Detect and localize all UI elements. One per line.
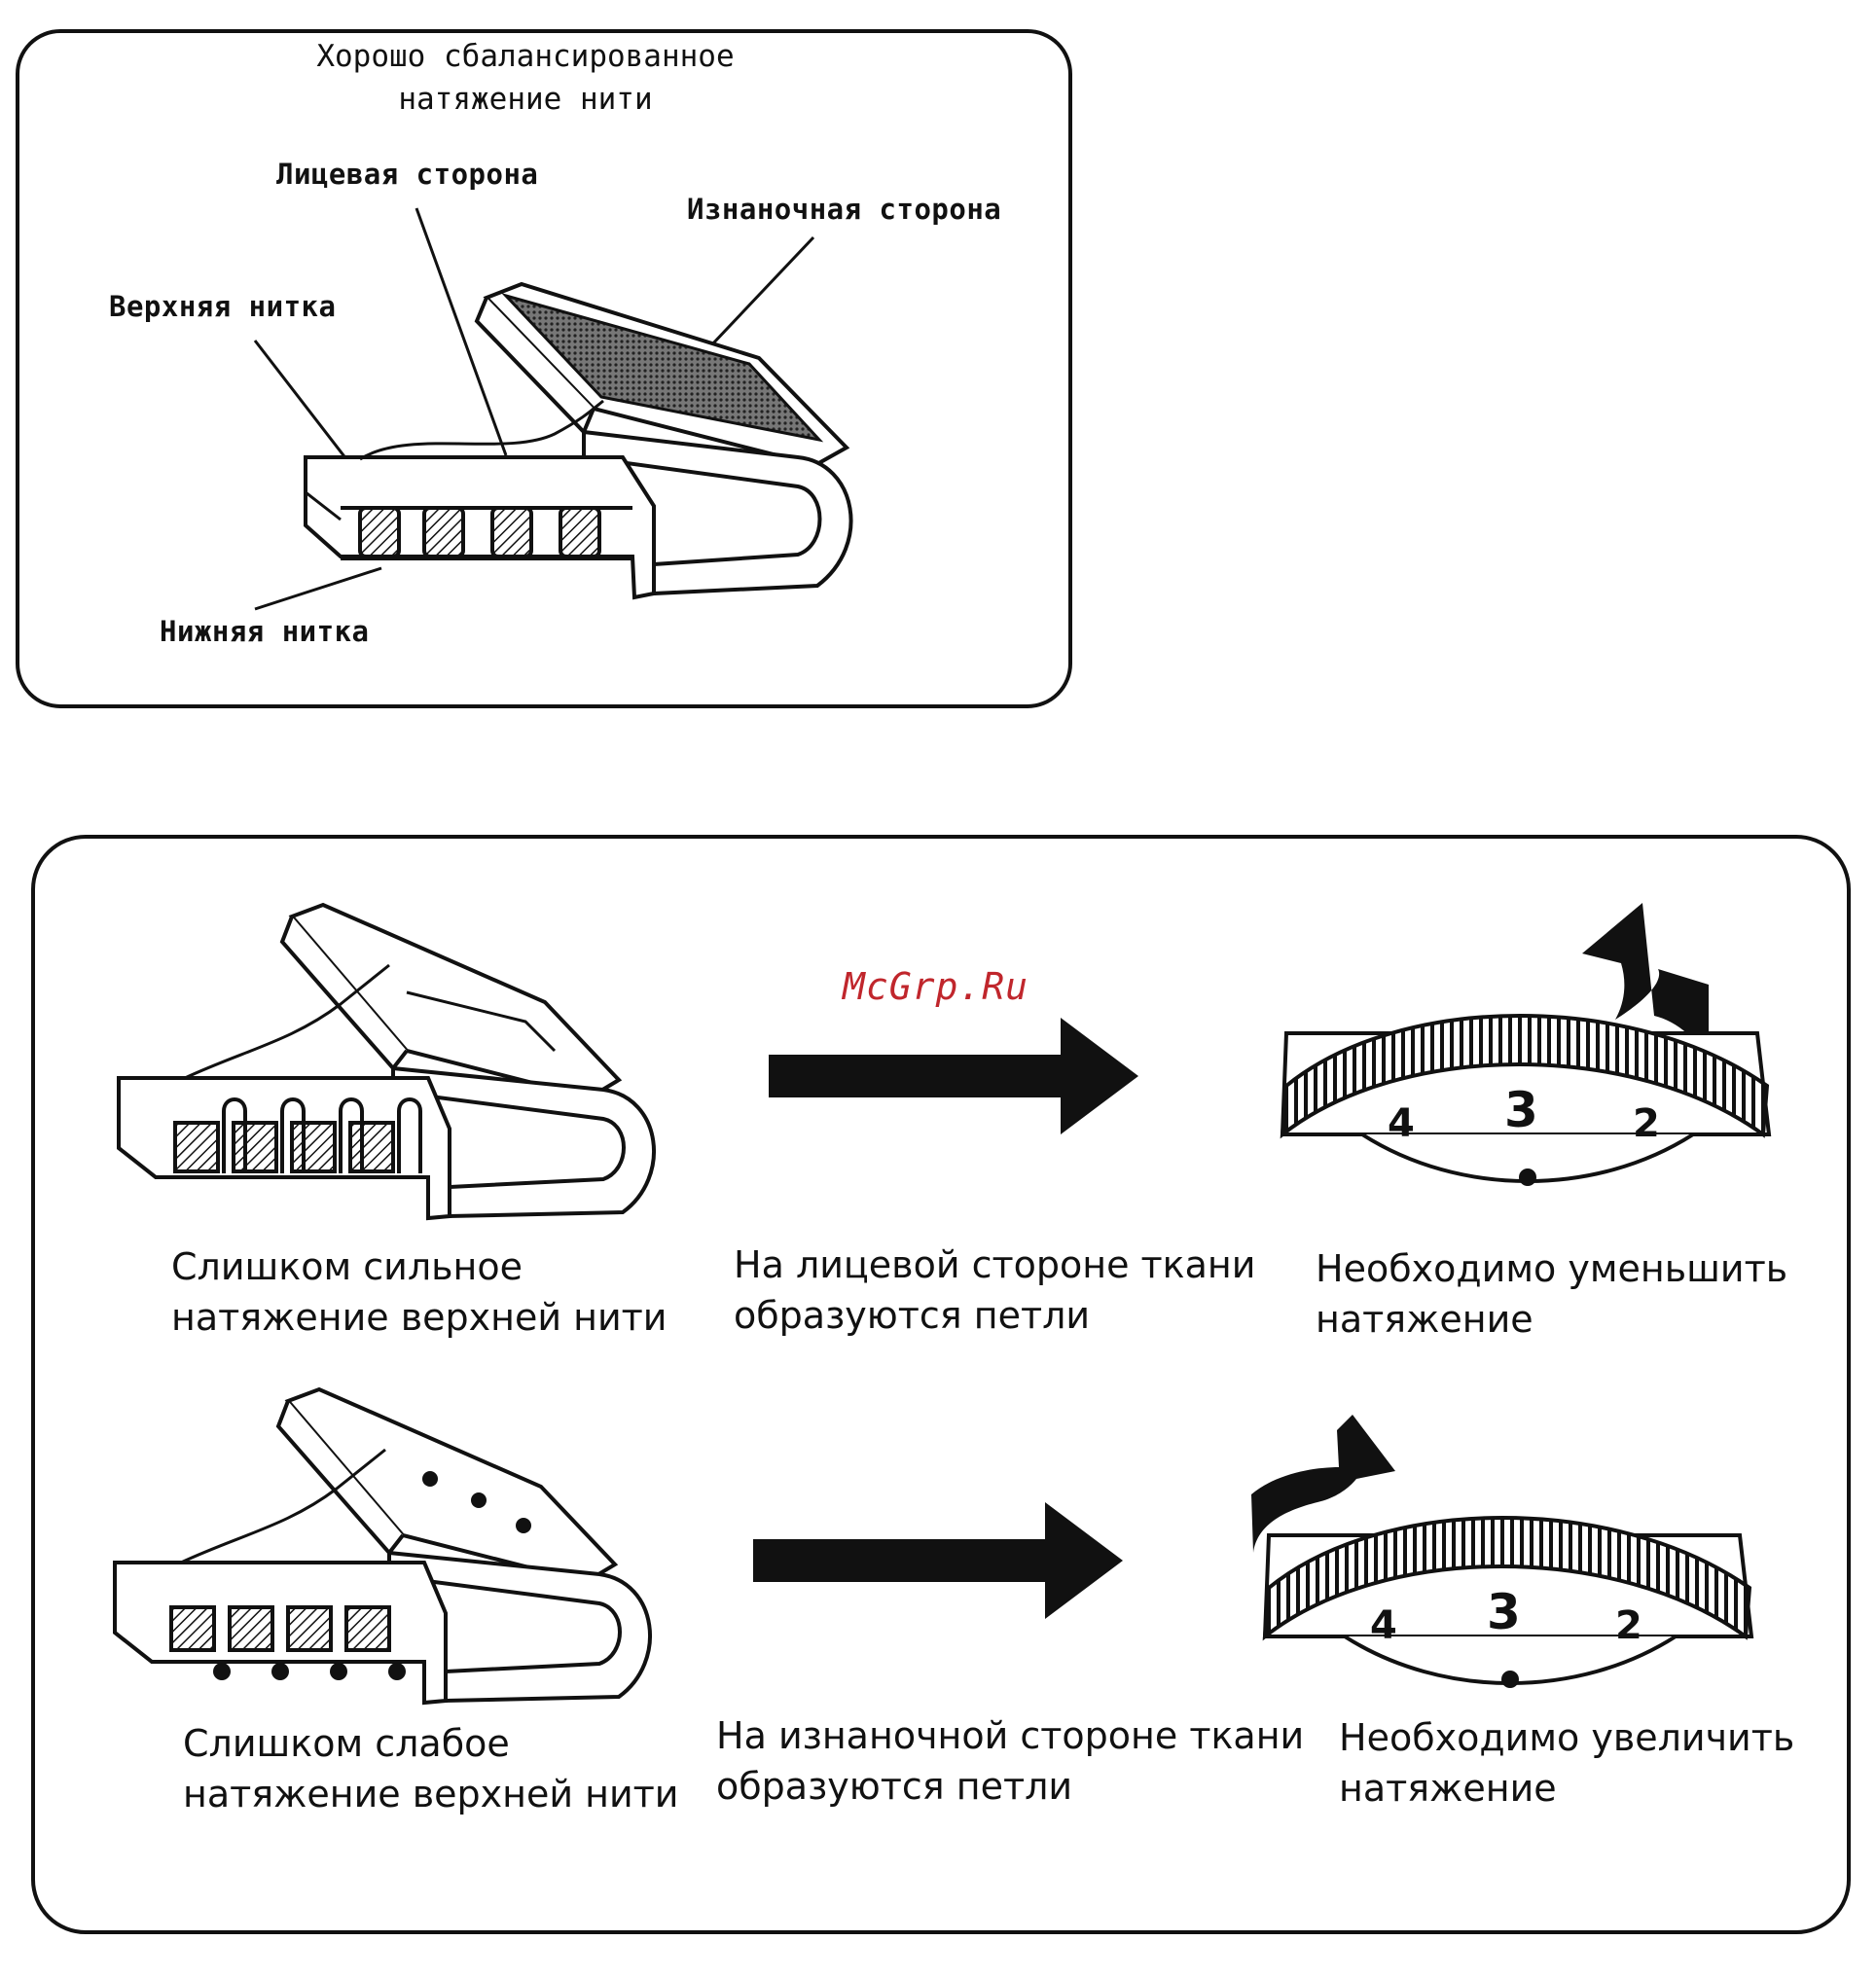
label-back-side: Изнаночная сторона bbox=[687, 193, 1002, 226]
action-increase-tension: Необходимо увеличить натяжение bbox=[1339, 1716, 1795, 1810]
leader-lower-thread bbox=[254, 566, 382, 611]
fabric-bottom-layer bbox=[304, 399, 656, 600]
dial-mark-3: 3 bbox=[1504, 1082, 1538, 1138]
label-face-side: Лицевая сторона bbox=[276, 158, 539, 191]
dial-indicator-dot bbox=[1519, 1168, 1536, 1186]
balanced-stitches bbox=[341, 506, 632, 560]
decrease-rotation-icon bbox=[1582, 903, 1709, 1066]
balanced-fabric-illustration bbox=[253, 207, 853, 611]
dial-mark-4: 4 bbox=[1388, 1101, 1415, 1146]
tension-dial-row2: 4 3 2 bbox=[1251, 1415, 1754, 1688]
fabric-loose-illustration bbox=[113, 1386, 652, 1706]
condition-too-loose: Слишком слабое натяжение верхней нити bbox=[183, 1722, 679, 1815]
result-loops-back-side: На изнаночной стороне ткани образуются п… bbox=[716, 1714, 1305, 1808]
watermark-text: McGrp.Ru bbox=[843, 965, 1029, 1008]
dial-mark-2: 2 bbox=[1615, 1603, 1642, 1648]
balanced-title-line2: натяжение нити bbox=[398, 82, 653, 117]
dial-indicator-dot bbox=[1501, 1671, 1519, 1688]
fabric-top-layer bbox=[474, 281, 850, 468]
tension-dial-row1: 4 3 2 bbox=[1280, 903, 1772, 1186]
label-upper-thread: Верхняя нитка bbox=[109, 290, 337, 323]
dial-mark-4: 4 bbox=[1370, 1603, 1397, 1648]
action-decrease-tension: Необходимо уменьшить натяжение bbox=[1316, 1247, 1788, 1341]
dial-mark-2: 2 bbox=[1633, 1101, 1660, 1146]
leader-face-side bbox=[415, 207, 508, 456]
dial-mark-3: 3 bbox=[1487, 1584, 1521, 1640]
increase-rotation-icon bbox=[1251, 1415, 1395, 1553]
fabric-tight-illustration bbox=[117, 902, 656, 1221]
arrow-right-row1 bbox=[769, 1018, 1138, 1134]
fabric-fold bbox=[582, 429, 853, 596]
arrow-right-row2 bbox=[753, 1502, 1123, 1619]
balanced-title-line1: Хорошо сбалансированное bbox=[316, 39, 735, 74]
balanced-title: Хорошо сбалансированное натяжение нити bbox=[243, 35, 808, 121]
result-loops-face-side: На лицевой стороне ткани образуются петл… bbox=[734, 1243, 1256, 1337]
label-lower-thread: Нижняя нитка bbox=[160, 615, 370, 648]
condition-too-tight: Слишком сильное натяжение верхней нити bbox=[171, 1245, 667, 1339]
